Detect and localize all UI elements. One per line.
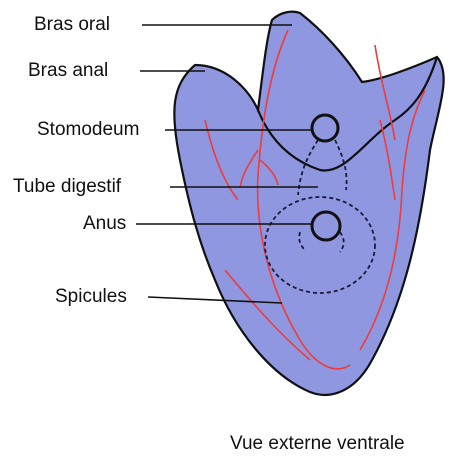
label-stomodeum: Stomodeum: [37, 120, 139, 139]
larva-body: [174, 12, 443, 395]
label-bras-oral: Bras oral: [34, 15, 110, 34]
caption-view: Vue externe ventrale: [230, 434, 405, 453]
label-tube-digestif: Tube digestif: [13, 177, 121, 196]
label-anus: Anus: [83, 214, 126, 233]
label-spicules: Spicules: [55, 287, 127, 306]
label-bras-anal: Bras anal: [28, 61, 108, 80]
